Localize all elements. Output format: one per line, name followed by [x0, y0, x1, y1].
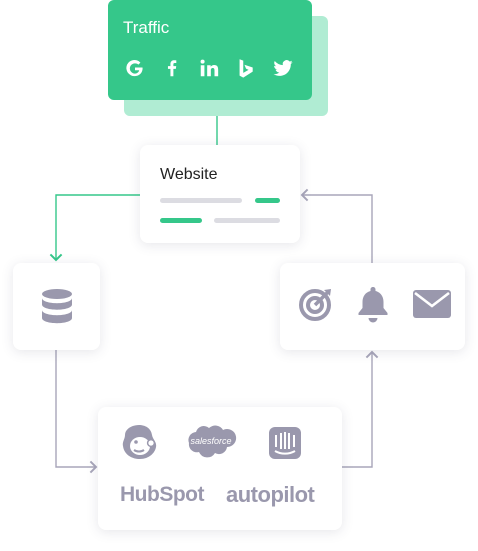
website-to-database-arrow: [49, 194, 140, 262]
content-bar-green: [160, 218, 202, 223]
mail-icon: [413, 290, 451, 318]
database-icon: [42, 289, 72, 324]
social-icons: [122, 55, 296, 81]
engagement-card: [280, 263, 465, 350]
content-bar-gray: [160, 198, 242, 203]
mailchimp-icon: [122, 425, 157, 459]
engagement-icons: [298, 285, 452, 323]
intercom-icon: [269, 427, 301, 459]
engagement-to-website-arrow: [300, 188, 373, 263]
website-card: Website: [140, 145, 300, 243]
salesforce-label: salesforce: [190, 436, 232, 446]
website-title: Website: [160, 166, 218, 183]
integrations-to-engagement-arrow: [342, 350, 379, 468]
content-bar-green: [255, 198, 280, 203]
content-bar-gray: [214, 218, 280, 223]
traffic-title: Traffic: [123, 18, 170, 37]
hubspot-logo: HubSpot: [120, 483, 204, 506]
traffic-card: Traffic: [108, 0, 312, 100]
facebook-icon: [159, 55, 185, 81]
bing-icon: [233, 55, 259, 81]
integrations-card: salesforce HubSpot autopilot: [98, 407, 342, 530]
salesforce-logo: salesforce: [182, 422, 240, 462]
bell-icon: [358, 287, 388, 323]
linkedin-icon: [196, 55, 222, 81]
twitter-icon: [270, 55, 296, 81]
target-icon: [299, 289, 331, 321]
autopilot-logo: autopilot: [226, 482, 315, 507]
database-to-integrations-arrow: [55, 350, 98, 474]
database-card: [13, 263, 100, 350]
google-icon: [122, 55, 148, 81]
